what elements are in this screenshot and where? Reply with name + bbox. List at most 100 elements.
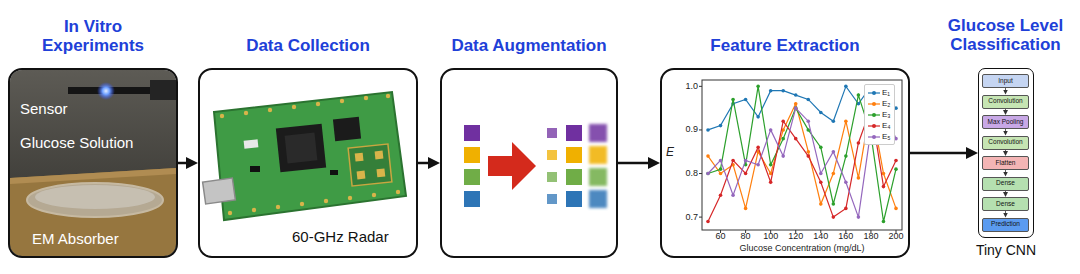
layer-label: Flatten [996, 160, 1016, 167]
data-point [806, 150, 810, 154]
data-point [706, 172, 710, 176]
data-point [857, 93, 861, 97]
layer-arrow [1005, 211, 1006, 214]
data-point [857, 141, 861, 145]
device-label: 60-GHz Radar [292, 228, 389, 245]
data-point [844, 207, 848, 211]
data-point [832, 202, 836, 206]
tick-mark [699, 173, 702, 174]
data-point [844, 119, 848, 123]
line-chart [699, 80, 902, 233]
layer-arrow [1005, 129, 1006, 132]
data-point [794, 93, 798, 97]
data-point [769, 180, 773, 184]
stage-title: In Vitro Experiments [28, 17, 158, 56]
tick-label: 160 [834, 231, 858, 241]
data-point [857, 176, 861, 180]
swatch-dot [872, 102, 876, 106]
data-point [744, 98, 748, 102]
layer-label: Dense [996, 180, 1015, 187]
layer-arrow [1005, 170, 1006, 173]
data-point [769, 163, 773, 167]
data-point [781, 119, 785, 123]
data-point [744, 159, 748, 163]
data-point [794, 106, 798, 110]
tick-label: 0.8 [672, 168, 698, 178]
data-point [731, 98, 735, 102]
data-point [719, 194, 723, 198]
legend-text: E₃ [882, 110, 891, 119]
data-point [819, 180, 823, 184]
legend-row: E₃ [868, 109, 891, 120]
tick-label: 100 [759, 231, 783, 241]
legend-row: E₁ [868, 87, 891, 98]
tick-label: 200 [884, 231, 908, 241]
tick-label: 120 [784, 231, 808, 241]
swatch-dot [872, 113, 876, 117]
photo-label: Glucose Solution [20, 134, 133, 151]
stage-box: Feature ExtractionE0.70.80.91.0608010012… [660, 68, 910, 258]
data-point [844, 154, 848, 158]
data-point [894, 137, 898, 141]
data-point [894, 106, 898, 110]
legend: E₁ E₂ E₃E₄E₅ [864, 84, 895, 145]
data-point [706, 154, 710, 158]
layer-label: Convolution [988, 139, 1022, 146]
data-point [844, 85, 848, 89]
swatch-dot [872, 91, 876, 95]
model-name: Tiny CNN [966, 242, 1046, 258]
layer-box: Prediction [982, 218, 1029, 232]
layer-box: Dense [982, 177, 1029, 191]
legend-swatch [868, 133, 880, 141]
stage-box: In Vitro ExperimentsSensorGlucose Soluti… [8, 68, 178, 258]
tick-label: 0.7 [672, 212, 698, 222]
tick-mark [699, 129, 702, 130]
tick-label: 60 [709, 231, 733, 241]
layer-arrow [1005, 109, 1006, 112]
data-point [731, 194, 735, 198]
legend-swatch [868, 100, 880, 108]
data-point [819, 202, 823, 206]
tick-label: 1.0 [672, 81, 698, 91]
data-point [769, 128, 773, 132]
layer-label: Input [998, 78, 1012, 85]
tick-label: 180 [859, 231, 883, 241]
data-point [819, 146, 823, 150]
legend-swatch [868, 89, 880, 97]
data-point [744, 172, 748, 176]
swatch-dot [872, 124, 876, 128]
data-point [744, 207, 748, 211]
layer-label: Prediction [991, 221, 1020, 228]
data-point [719, 172, 723, 176]
legend-text: E₂ [882, 99, 890, 108]
data-point [781, 154, 785, 158]
legend-text: E₁ [882, 88, 890, 97]
data-point [794, 102, 798, 106]
data-point [781, 137, 785, 141]
data-point [794, 106, 798, 110]
layer-label: Dense [996, 201, 1015, 208]
legend-row: E₄ [868, 120, 891, 131]
tick-label: 140 [809, 231, 833, 241]
tick-label: 0.9 [672, 124, 698, 134]
layer-box: Convolution [982, 136, 1029, 150]
axis-title: E [666, 146, 674, 160]
layer-box: Input [982, 74, 1029, 88]
swatch-dot [872, 135, 876, 139]
stage-box: Data Collection60-GHz Radar [198, 68, 418, 258]
data-point [832, 150, 836, 154]
data-point [819, 172, 823, 176]
layer-arrow [1005, 150, 1006, 153]
data-point [806, 98, 810, 102]
data-point [719, 124, 723, 128]
data-point [894, 207, 898, 211]
legend-text: E₅ [882, 132, 891, 141]
data-point [832, 215, 836, 219]
setup-photo [10, 70, 176, 256]
flow-arrow [178, 162, 188, 165]
augmentation-graphic [464, 124, 607, 208]
radar-board [203, 92, 406, 220]
data-point [756, 146, 760, 150]
data-point [844, 180, 848, 184]
layer-box: Flatten [982, 156, 1029, 170]
